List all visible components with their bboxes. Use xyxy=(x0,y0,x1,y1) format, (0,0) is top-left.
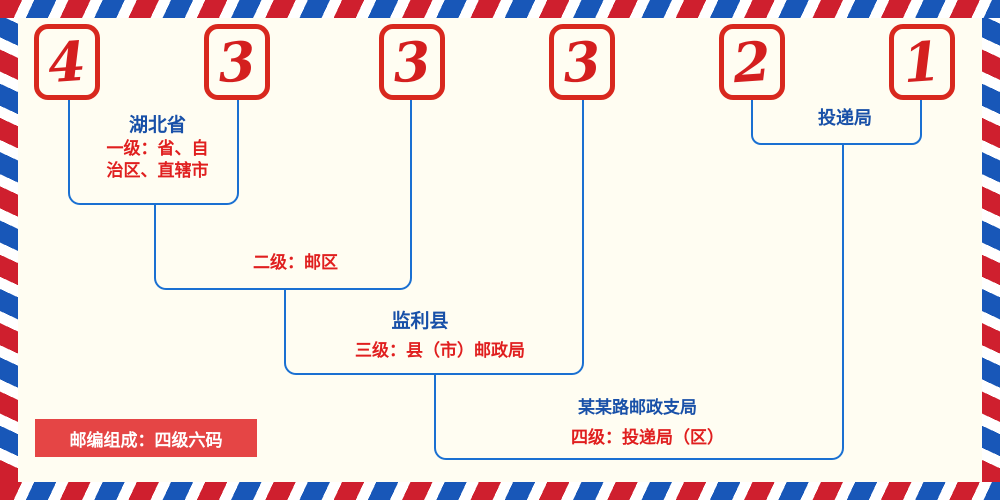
level3-connector-right xyxy=(434,100,584,375)
delivery-office-bracket-line xyxy=(751,100,922,145)
digit-box-5: 2 xyxy=(719,24,785,100)
airmail-border-right xyxy=(982,18,1000,482)
digit-1: 4 xyxy=(46,28,88,96)
digit-2: 3 xyxy=(216,28,258,96)
digit-box-4: 3 xyxy=(549,24,615,100)
digit-box-6: 1 xyxy=(889,24,955,100)
level3-place-name: 监利县 xyxy=(391,311,449,332)
digit-5: 2 xyxy=(731,28,773,96)
digit-box-2: 3 xyxy=(204,24,270,100)
level4-place-name: 某某路邮政支局 xyxy=(578,398,697,417)
digit-3: 3 xyxy=(391,28,433,96)
digit-box-3: 3 xyxy=(379,24,445,100)
level2-description: 二级：邮区 xyxy=(253,253,338,272)
level1-label-group: 湖北省 一级：省、自 治区、直辖市 xyxy=(70,114,245,182)
postal-code-composition-badge: 邮编组成：四级六码 xyxy=(35,419,257,457)
digit-4: 3 xyxy=(561,28,603,96)
level4-connector-right xyxy=(639,145,844,460)
airmail-border-bottom xyxy=(0,482,1000,500)
level4-description: 四级：投递局（区） xyxy=(571,428,724,447)
level4-connector-left xyxy=(434,375,639,460)
level1-bracket-line xyxy=(68,100,239,205)
level2-connector-right xyxy=(284,100,412,290)
level3-connector-left xyxy=(284,290,434,375)
digit-box-1: 4 xyxy=(34,24,100,100)
airmail-border-top xyxy=(0,0,1000,18)
delivery-office-label: 投递局 xyxy=(770,106,920,130)
airmail-border-left xyxy=(0,18,18,482)
level1-place-name: 湖北省 xyxy=(128,115,186,136)
level2-connector-left xyxy=(154,205,284,290)
digit-6: 1 xyxy=(901,28,943,96)
level1-description-line2: 治区、直辖市 xyxy=(106,161,209,180)
level3-description: 三级：县（市）邮政局 xyxy=(355,341,525,360)
level1-description-line1: 一级：省、自 xyxy=(106,139,209,158)
